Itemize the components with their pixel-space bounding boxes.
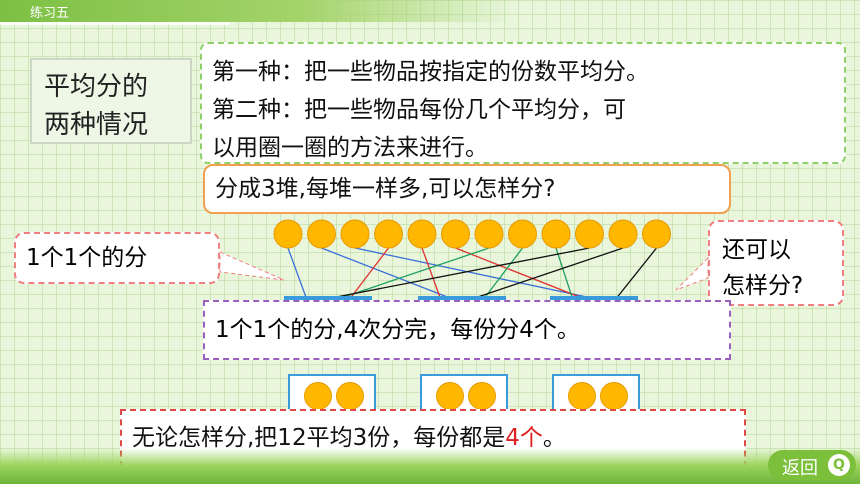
conclusion-suffix: 。 [542,425,566,451]
conclusion-highlight: 4个 [505,425,543,451]
coin [307,219,336,249]
coin [340,219,370,249]
cup-coin [436,382,464,410]
group-cup-1 [288,374,376,414]
coin [374,219,403,249]
back-button-label: 返回 [782,458,818,479]
group-box-2 [418,296,506,302]
distribution-line [468,247,624,301]
cup-coin [336,382,364,410]
coin [575,219,604,249]
coin [508,219,537,249]
bubble-right-tail [675,256,709,291]
magnifier-icon: Q [828,454,850,476]
concept-line-3: 以用圈一圈的方法来进行。 [212,135,488,161]
concept-label-box: 平均分的 两种情况 [30,58,192,144]
coin [441,219,470,249]
cup-coin [600,382,628,410]
distribution-line [455,247,588,301]
distribution-line [321,247,456,301]
concept-label-line-1: 平均分的 [44,72,149,102]
distribution-line [320,247,590,301]
distribution-line [354,247,602,301]
distribution-line [421,247,442,301]
group-box-3 [550,296,638,302]
coin [407,219,437,249]
question-box: 分成3堆,每堆一样多,可以怎样分? [203,164,731,214]
distribution-line [348,247,390,301]
bubble-right-line-1: 还可以 [722,237,791,263]
concept-line-1: 第一种：把一些物品按指定的份数平均分。 [212,59,649,85]
cup-coin [304,382,332,410]
distribution-line [555,247,574,301]
bubble-left-tail [219,251,285,281]
bubble-right-line-2: 怎样分? [722,273,804,299]
coin [642,219,671,249]
grass-decoration [0,448,860,484]
distribution-line [334,247,490,301]
cup-coin [568,382,596,410]
page-title: 练习五 [30,6,70,21]
concept-label-line-2: 两种情况 [44,110,149,140]
speech-bubble-right: 还可以 怎样分? [708,220,844,306]
back-button[interactable]: 返回 Q [768,450,856,480]
result-box: 1个1个的分,4次分完，每份分4个。 [203,300,731,360]
cup-coin [468,382,496,410]
coin [474,219,504,249]
distribution-line [287,247,308,301]
group-cup-3 [552,374,640,414]
group-cup-2 [420,374,508,414]
distribution-line [614,247,658,301]
speech-bubble-left: 1个1个的分 [14,232,220,284]
group-box-1 [284,296,372,302]
coin [608,219,638,249]
conclusion-text: 无论怎样分,把12平均3份，每份都是 [132,425,506,451]
title-stripe [0,22,230,25]
coin [541,219,571,249]
concept-line-2: 第二种：把一些物品每份几个平均分，可 [212,97,626,123]
distribution-line [482,247,524,301]
coin [273,219,303,249]
title-bar: 练习五 [0,0,860,25]
concept-description-box: 第一种：把一些物品按指定的份数平均分。 第二种：把一些物品每份几个平均分，可 以… [200,42,846,164]
